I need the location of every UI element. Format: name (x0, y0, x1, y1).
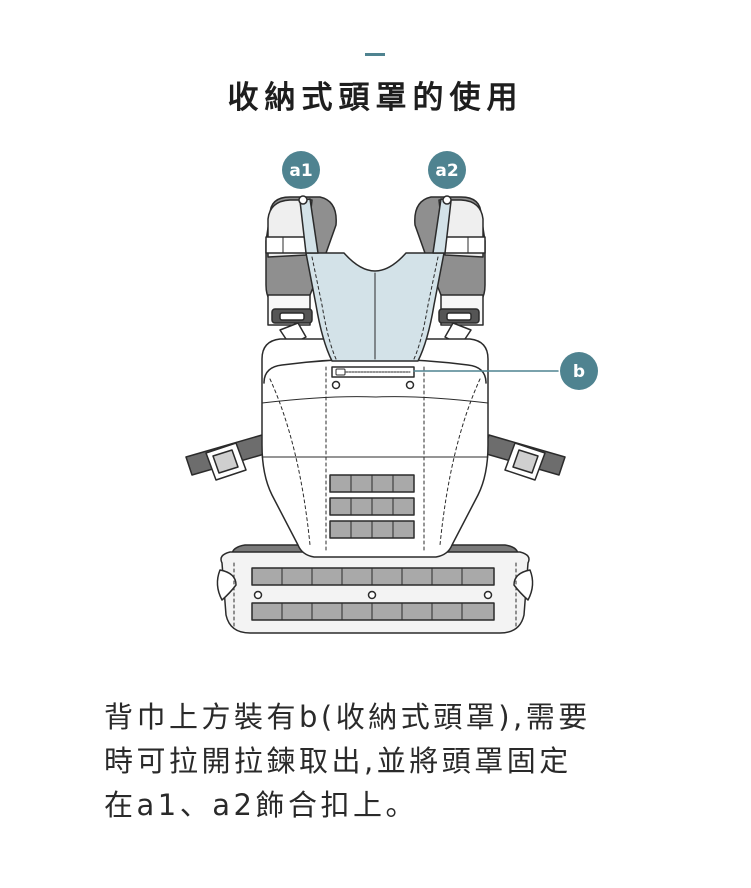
label-b-text: b (573, 362, 585, 382)
page-title: 收納式頭罩的使用 (227, 80, 524, 116)
label-a1-text: a1 (289, 161, 312, 181)
description-line-3: 在a1、a2飾合扣上。 (104, 788, 418, 822)
sleeping-hood (298, 195, 452, 362)
label-a2-badge: a2 (428, 151, 466, 189)
label-a2-text: a2 (435, 161, 458, 181)
title-accent-bar (365, 53, 385, 56)
label-a1-badge: a1 (282, 151, 320, 189)
left-side-buckle (185, 434, 269, 481)
carrier-body-panel (261, 338, 489, 558)
left-shoulder-strap (265, 196, 337, 326)
baby-carrier-illustration: a1 a2 b (185, 151, 598, 634)
waist-belt (216, 544, 534, 634)
label-b-badge: b (560, 352, 598, 390)
description-line-1: 背巾上方裝有b(收納式頭罩),需要 (104, 700, 591, 734)
hood-zipper-pocket (331, 366, 415, 378)
description-line-2: 時可拉開拉鍊取出,並將頭罩固定 (104, 744, 572, 778)
description-paragraph: 背巾上方裝有b(收納式頭罩),需要 時可拉開拉鍊取出,並將頭罩固定 在a1、a2… (104, 695, 664, 827)
right-shoulder-strap (414, 196, 486, 326)
right-side-buckle (482, 434, 566, 481)
